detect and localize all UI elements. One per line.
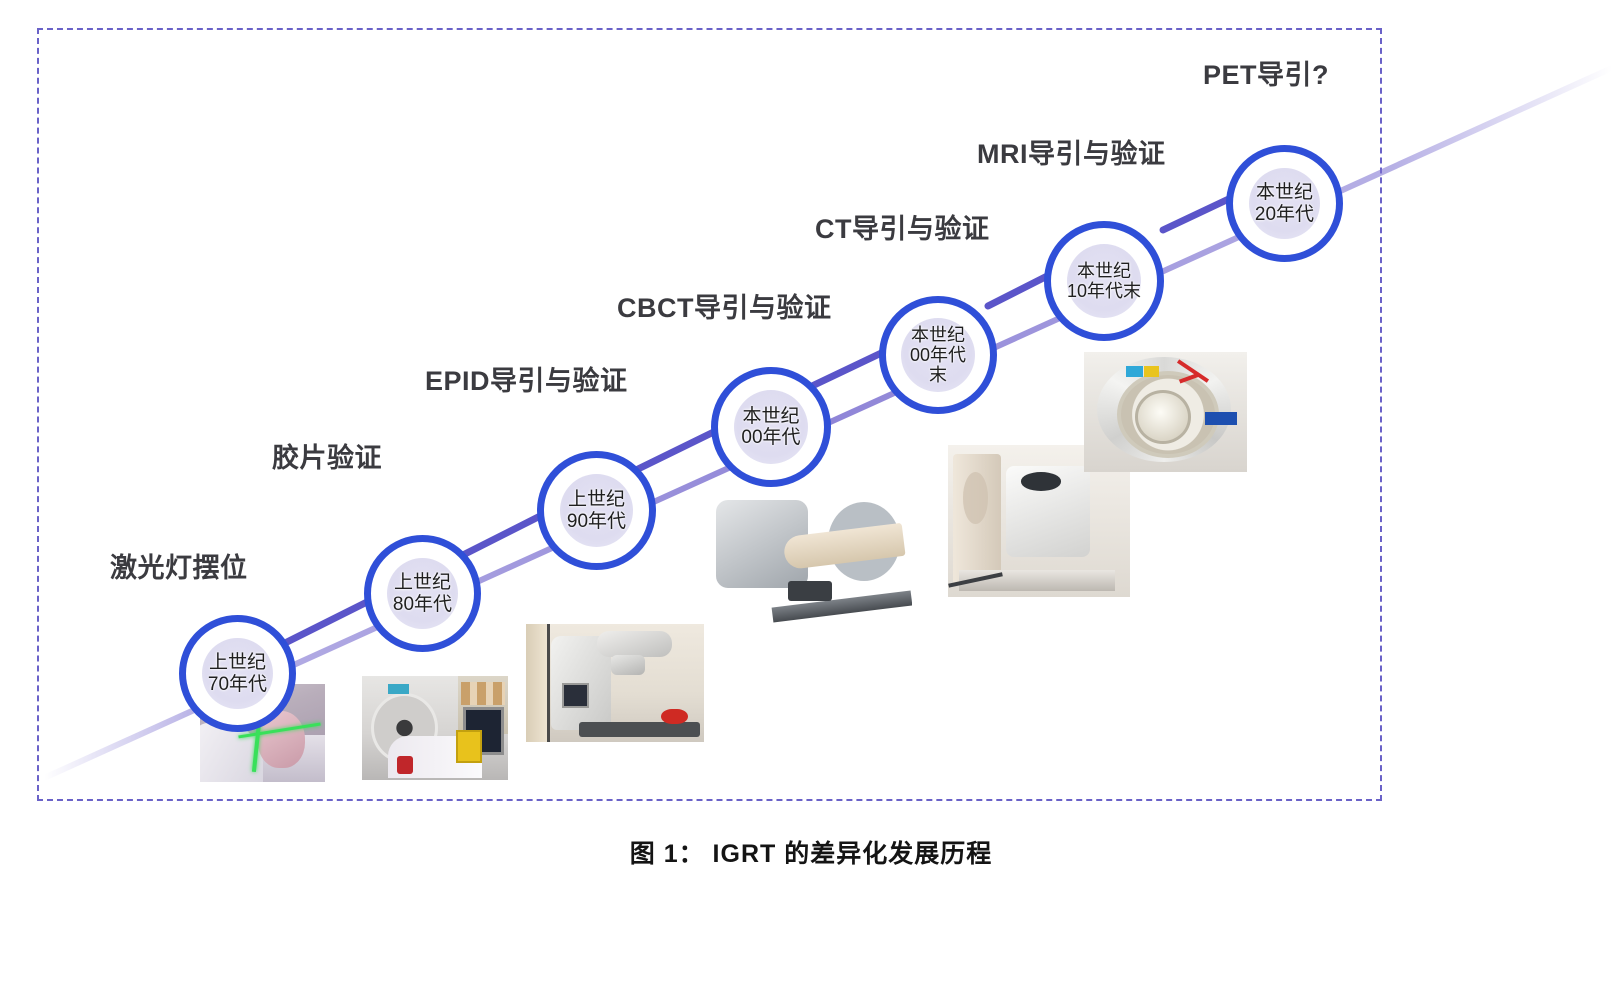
node-label: 本世纪 00年代: [741, 405, 801, 448]
stage-label-ct-guidance: CT导引与验证: [815, 214, 990, 244]
node-label: 本世纪 00年代 末: [909, 324, 967, 386]
photo-mr-linac: [1084, 352, 1247, 472]
node-label: 上世纪 90年代: [566, 489, 627, 532]
figure-caption: 图 1： IGRT 的差异化发展历程: [629, 840, 993, 868]
node-era-2000s[interactable]: 本世纪 00年代: [711, 367, 831, 487]
node-era-2020s[interactable]: 本世纪 20年代: [1226, 145, 1343, 262]
node-label: 本世纪 20年代: [1254, 182, 1315, 225]
node-inner-disc: [560, 474, 633, 547]
node-era-late-2010s[interactable]: 本世纪 10年代末: [1044, 221, 1164, 341]
stage-label-epid-guidance: EPID导引与验证: [425, 366, 628, 396]
node-era-1980s[interactable]: 上世纪 80年代: [364, 535, 481, 652]
node-era-1970s[interactable]: 上世纪 70年代: [179, 615, 296, 732]
node-label: 本世纪 10年代末: [1066, 260, 1142, 301]
stage-label-pet-guidance: PET导引?: [1203, 60, 1330, 90]
node-inner-disc: [901, 318, 975, 392]
photo-ct-simulator: [362, 676, 508, 780]
stage-label-mri-guidance: MRI导引与验证: [977, 139, 1166, 169]
stage-label-laser-positioning: 激光灯摆位: [110, 553, 248, 583]
node-era-1990s[interactable]: 上世纪 90年代: [537, 451, 656, 570]
node-era-late-2000s[interactable]: 本世纪 00年代 末: [879, 296, 997, 414]
node-label: 上世纪 80年代: [392, 572, 453, 615]
node-label: 上世纪 70年代: [207, 652, 268, 695]
stage-label-cbct-guidance: CBCT导引与验证: [617, 293, 832, 323]
node-inner-disc: [202, 638, 273, 709]
node-inner-disc: [1067, 244, 1141, 318]
photo-linac-room: [526, 624, 704, 742]
stage-label-film-verification: 胶片验证: [272, 443, 382, 473]
node-inner-disc: [734, 390, 808, 464]
node-inner-disc: [1249, 168, 1320, 239]
photo-tomotherapy: [712, 497, 912, 624]
node-inner-disc: [387, 558, 458, 629]
